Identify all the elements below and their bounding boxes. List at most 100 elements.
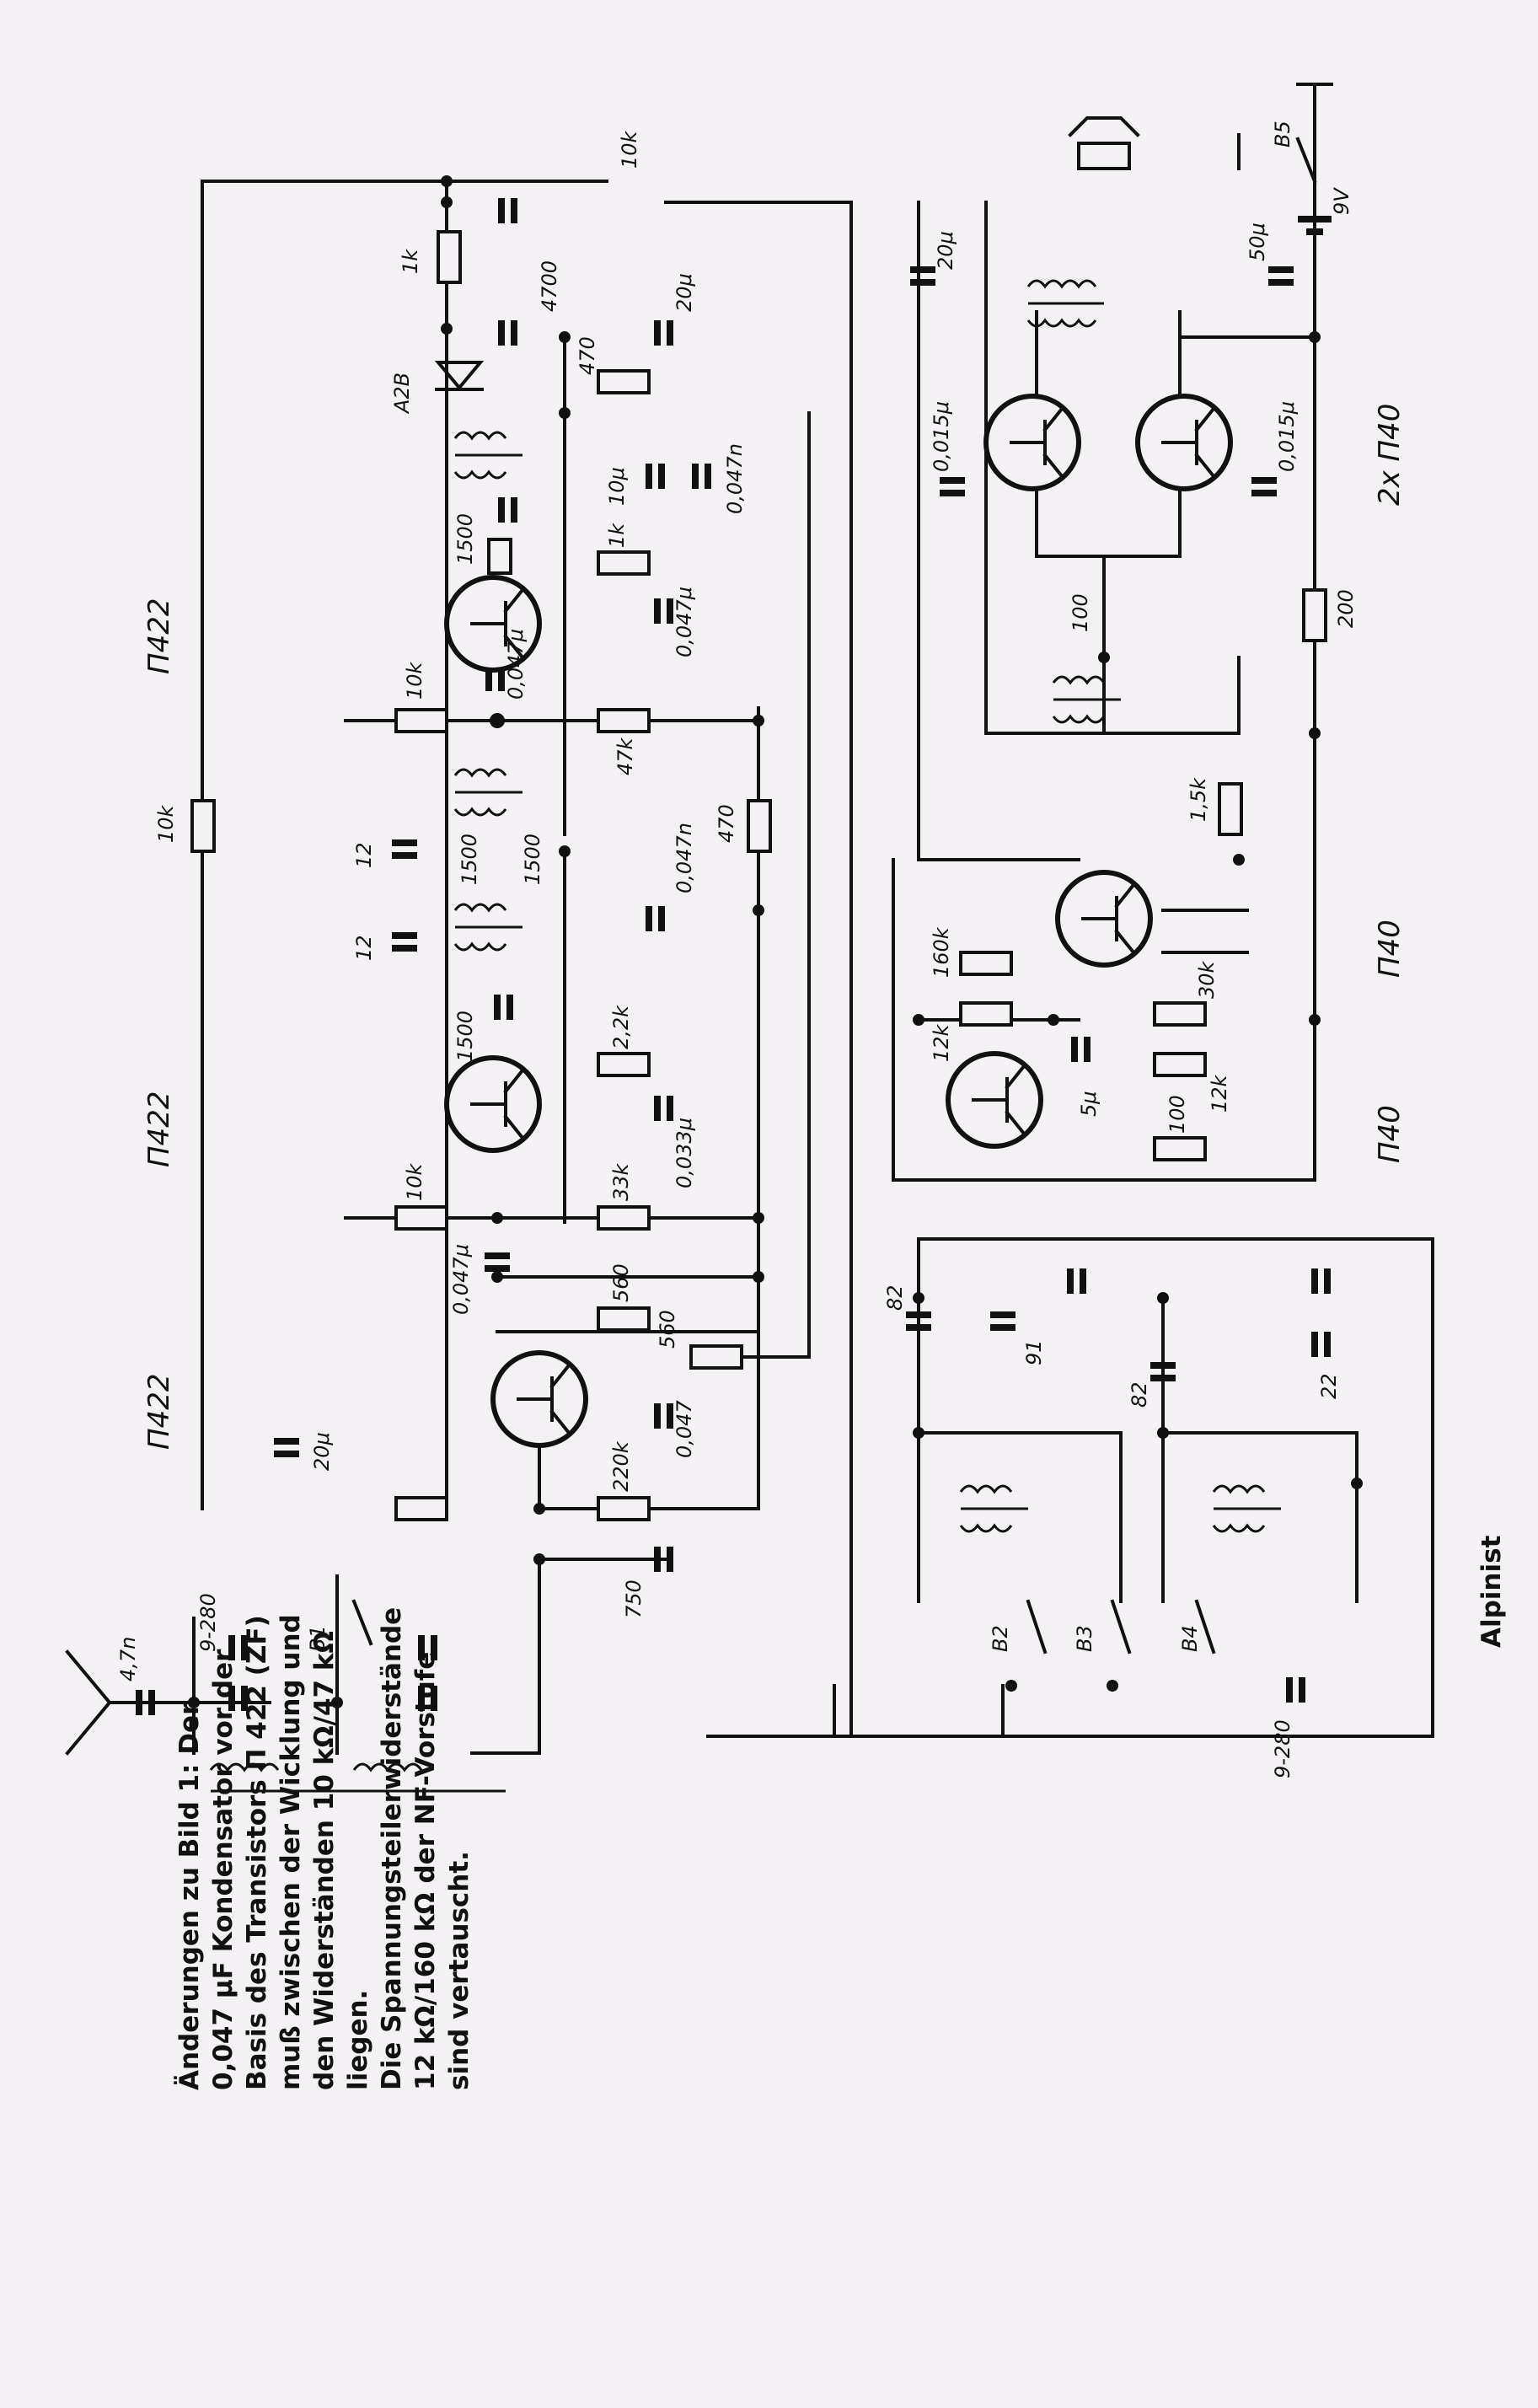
label-c-22: 22 bbox=[1317, 1373, 1341, 1399]
label-transistor-t2: П422 bbox=[142, 1091, 176, 1167]
label-switch-b3: B3 bbox=[1073, 1625, 1096, 1652]
transformer-driver bbox=[1052, 675, 1121, 724]
transistors bbox=[444, 394, 1233, 1448]
label-c-9-280-bottom: 9-280 bbox=[1271, 1719, 1294, 1778]
label-c-5u: 5μ bbox=[1077, 1091, 1101, 1117]
label-r-1500-d: 1500 bbox=[453, 1011, 477, 1062]
capacitor-osc-1 bbox=[418, 1635, 437, 1660]
label-c-20u-top: 20μ bbox=[673, 273, 696, 312]
capacitor-10u bbox=[646, 464, 665, 489]
label-r-12k-b: 12k bbox=[1208, 1074, 1231, 1113]
capacitor-9-280-bottom bbox=[1286, 1677, 1305, 1703]
resistor-33k bbox=[597, 1205, 651, 1231]
capacitor-82-a bbox=[906, 1311, 931, 1331]
resistor-220k bbox=[597, 1496, 651, 1521]
resistor-12k-b bbox=[1153, 1052, 1207, 1077]
resistor-lower-left bbox=[394, 1496, 448, 1521]
resistors bbox=[190, 230, 1327, 1521]
transformer-if3 bbox=[453, 903, 522, 952]
note-line-9: sind vertauscht. bbox=[444, 1851, 474, 2090]
label-c-9-280-top: 9-280 bbox=[196, 1593, 220, 1652]
capacitor-9-280-top bbox=[228, 1635, 248, 1660]
capacitor-0033u bbox=[654, 1096, 673, 1121]
label-c-0015u-b: 0,015μ bbox=[1275, 401, 1299, 472]
transformer-osc-2 bbox=[1212, 1484, 1281, 1533]
transformer-osc-1 bbox=[959, 1484, 1028, 1533]
capacitor-0047n-top bbox=[692, 464, 711, 489]
label-r-470-top: 470 bbox=[576, 336, 599, 375]
label-c-0047n-top: 0,047n bbox=[723, 443, 747, 514]
label-c-0047u-base: 0,047μ bbox=[504, 629, 528, 700]
switch-b5 bbox=[1295, 137, 1317, 184]
label-diode: A2B bbox=[390, 373, 414, 415]
misc-components bbox=[351, 83, 1333, 1654]
label-r-30k: 30k bbox=[1195, 960, 1219, 999]
wiring bbox=[65, 99, 1434, 1756]
label-r-10k-feedback: 10k bbox=[154, 804, 178, 843]
capacitor-0047n-mid bbox=[646, 906, 665, 931]
resistor-10k-bias bbox=[394, 708, 448, 733]
capacitor-osc-2 bbox=[418, 1686, 437, 1711]
label-c-0047u-emitter: 0,047μ bbox=[673, 587, 696, 657]
label-switch-b1: B1 bbox=[306, 1625, 330, 1652]
label-r-1500-a: 1500 bbox=[453, 513, 477, 565]
note-line-2: 0,047 μF Kondensator vor der bbox=[208, 1649, 238, 2090]
label-c-4-7n: 4,7n bbox=[116, 1637, 140, 1681]
label-r-1-5k: 1,5k bbox=[1187, 777, 1210, 822]
label-battery-9v: 9V bbox=[1330, 187, 1353, 215]
resistor-470-mid bbox=[747, 799, 772, 853]
resistor-560-b bbox=[689, 1344, 743, 1370]
label-c-0047u-base2: 0,047μ bbox=[449, 1244, 473, 1315]
capacitor-0015u-b bbox=[1251, 477, 1277, 496]
switch-b1 bbox=[351, 1599, 373, 1646]
label-r-47k: 47k bbox=[614, 737, 637, 775]
capacitor-tank-2 bbox=[494, 995, 513, 1020]
resistor-12k-a bbox=[959, 1001, 1013, 1027]
label-r-470-mid: 470 bbox=[715, 804, 738, 843]
label-r-1500-c: 1500 bbox=[521, 834, 544, 885]
capacitor-0047u-emitter bbox=[654, 598, 673, 624]
label-c-82-b: 82 bbox=[1128, 1381, 1151, 1408]
capacitor-82-b bbox=[1150, 1362, 1176, 1381]
resistor-470-top bbox=[597, 369, 651, 394]
capacitor-0047-emitter3 bbox=[654, 1403, 673, 1429]
note-line-1: Änderungen zu Bild 1: Der bbox=[174, 1702, 205, 2090]
label-r-12k-a: 12k bbox=[930, 1023, 953, 1062]
label-r-33k: 33k bbox=[609, 1162, 633, 1201]
label-transistor-t1: П422 bbox=[142, 598, 176, 674]
capacitor-antenna-trim bbox=[228, 1686, 248, 1711]
transformer-if1 bbox=[453, 431, 522, 480]
label-r-1500-b: 1500 bbox=[458, 834, 481, 885]
label-r-10k-bias2: 10k bbox=[403, 1162, 426, 1201]
ground-top-right bbox=[1237, 83, 1333, 170]
label-switch-b4: B4 bbox=[1178, 1625, 1202, 1652]
capacitor-tank-1 bbox=[498, 497, 517, 523]
capacitor-20u-top bbox=[654, 320, 673, 346]
note-line-7: Die Spannungsteilerwiderstände bbox=[377, 1607, 407, 2090]
capacitor-12-a bbox=[392, 839, 417, 859]
note-line-8: 12 kΩ/160 kΩ der NF-Vorstufe bbox=[410, 1652, 441, 2090]
label-r-10k-bias: 10k bbox=[403, 661, 426, 700]
resistor-100 bbox=[1153, 1136, 1207, 1161]
label-r-220k: 220k bbox=[609, 1440, 633, 1492]
antenna-coil bbox=[209, 1762, 506, 1793]
note-line-4: muß zwischen der Wicklung und bbox=[276, 1614, 306, 2090]
label-c-20u-out: 20μ bbox=[934, 231, 957, 270]
transformer-output bbox=[1026, 279, 1104, 328]
label-transistor-t4: П40 bbox=[1373, 920, 1407, 978]
label-c-20u-left: 20μ bbox=[310, 1432, 334, 1471]
capacitor-trim-1 bbox=[1067, 1268, 1086, 1294]
label-pot-10k: 10k bbox=[618, 130, 641, 169]
switch-b3 bbox=[1110, 1599, 1132, 1654]
label-c-50u: 50μ bbox=[1246, 223, 1269, 261]
capacitor-trim-top bbox=[1311, 1268, 1331, 1294]
battery-9v bbox=[1298, 216, 1332, 235]
correction-note: Änderungen zu Bild 1: Der 0,047 μF Konde… bbox=[174, 1607, 474, 2090]
schematic-title: Alpinist bbox=[1476, 1535, 1507, 1648]
speaker bbox=[1068, 116, 1140, 170]
label-switch-b5: B5 bbox=[1271, 121, 1294, 147]
capacitor-4-7n bbox=[136, 1690, 155, 1715]
label-c-750: 750 bbox=[622, 1579, 646, 1618]
capacitor-0047u-base2 bbox=[485, 1252, 510, 1272]
